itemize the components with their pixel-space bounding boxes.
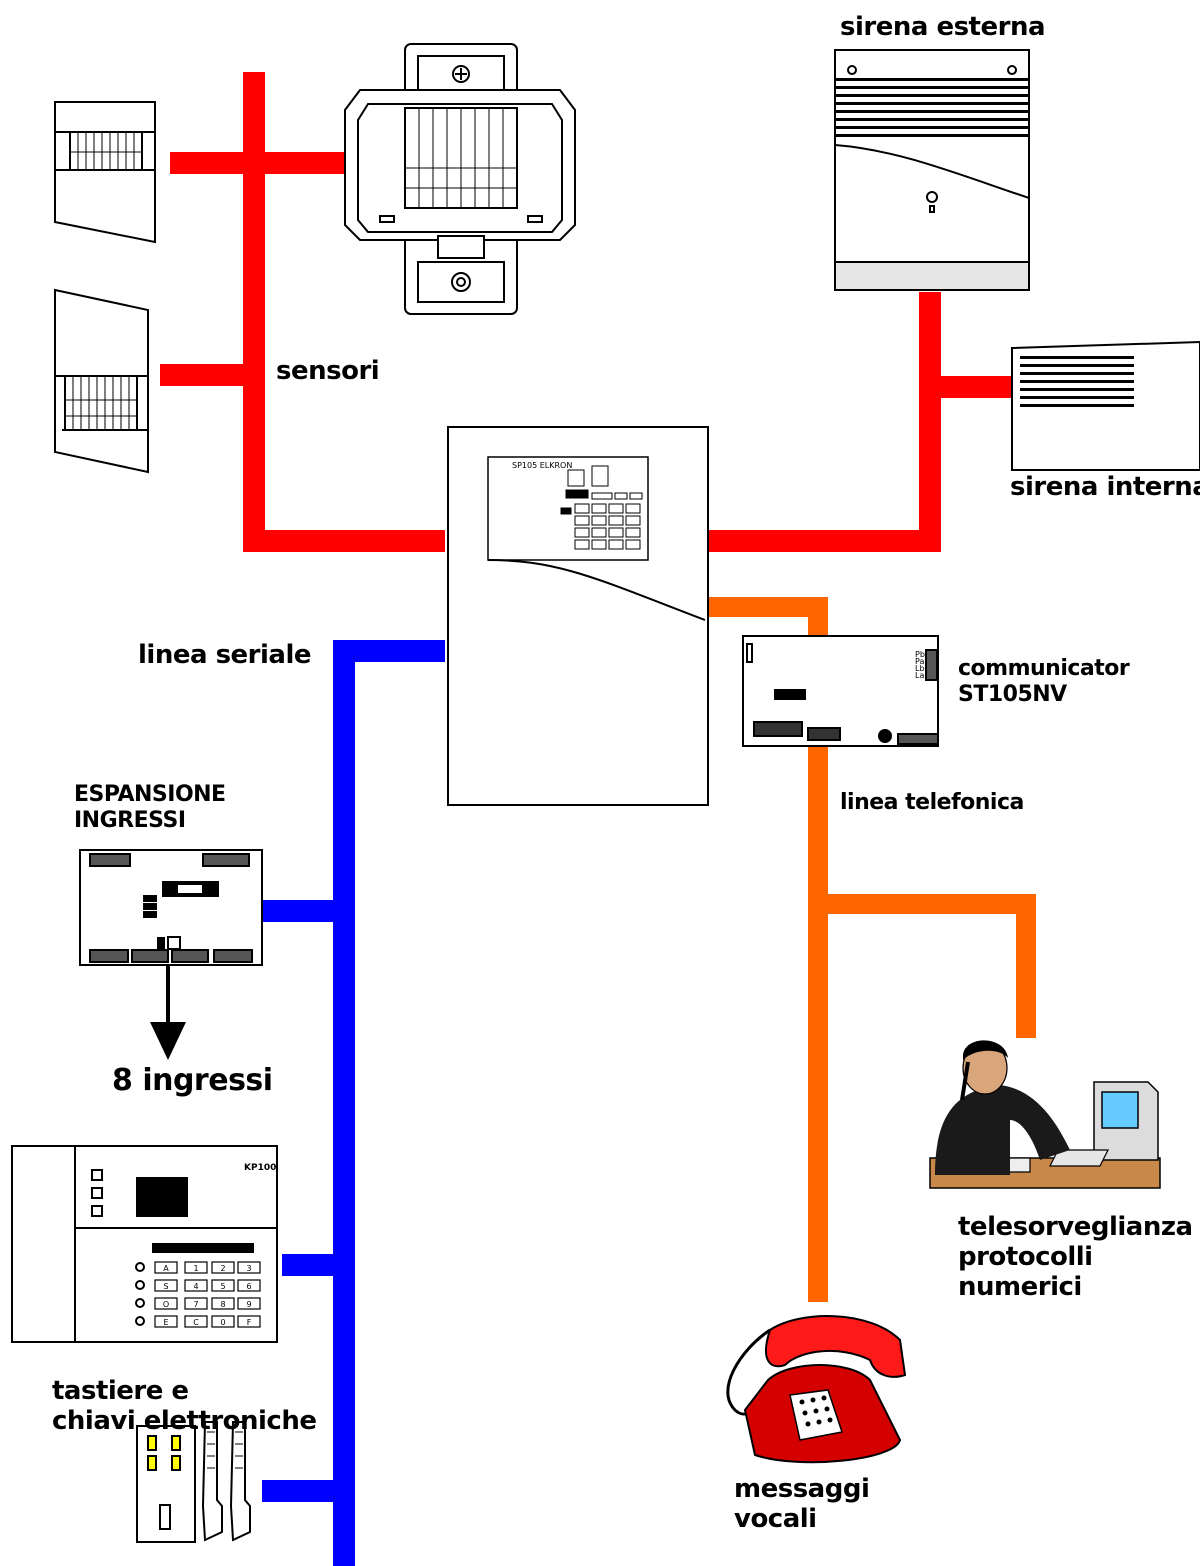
keypad-key-label: E (163, 1318, 168, 1327)
control-panel-icon: SP105 ELKRON (447, 426, 709, 806)
keypad-key-labels: A 1 2 3S 4 5 6O 7 8 9E C 0 F (163, 1264, 252, 1327)
operator-workstation-icon (929, 1040, 1161, 1189)
arrow-down-icon (150, 965, 186, 1060)
keypad-key-label: A (163, 1264, 169, 1273)
svg-text:Pb: Pb (915, 650, 925, 659)
telephone-icon (726, 1315, 907, 1464)
label-telesorveglianza: telesorveglianza protocolli numerici (958, 1212, 1193, 1302)
keypad-key-label: 4 (193, 1282, 198, 1291)
keypad-icon (11, 1145, 278, 1343)
keypad-key-label: C (193, 1318, 199, 1327)
keypad-key-label: 9 (246, 1300, 251, 1309)
svg-text:SP105 ELKRON: SP105 ELKRON (512, 461, 572, 470)
label-8-ingressi: 8 ingressi (112, 1063, 273, 1098)
svg-text:Pa: Pa (915, 657, 924, 666)
svg-text:La: La (915, 671, 924, 680)
label-espansione-ingressi: ESPANSIONE INGRESSI (74, 782, 226, 833)
keypad-key-label: 3 (246, 1264, 251, 1273)
communicator-board-icon: Pb Pa Lb La (742, 635, 939, 747)
label-sirena-esterna: sirena esterna (840, 12, 1046, 42)
sensor-bus (160, 72, 1012, 552)
label-messaggi-vocali: messaggi vocali (734, 1474, 870, 1534)
label-linea-telefonica: linea telefonica (840, 790, 1024, 815)
serial-bus (262, 640, 445, 1566)
keypad-model: KP100 (244, 1163, 276, 1173)
label-communicator: communicator ST105NV (958, 656, 1130, 707)
label-sensori: sensori (276, 356, 380, 386)
label-linea-seriale: linea seriale (138, 640, 312, 670)
keypad-key-label: 2 (220, 1264, 225, 1273)
pir-sensor-icon (344, 43, 576, 315)
phone-line (708, 597, 1036, 1302)
electronic-keys-icon (136, 1421, 251, 1543)
expansion-board-icon (79, 849, 263, 966)
keypad-key-label: 5 (220, 1282, 225, 1291)
keypad-key-label: O (163, 1300, 169, 1309)
internal-siren-icon (1011, 340, 1200, 471)
keypad-key-label: F (247, 1318, 252, 1327)
label-sirena-interna: sirena interna (1010, 472, 1200, 502)
detector-icon (54, 101, 156, 244)
keypad-key-label: S (163, 1282, 168, 1291)
keypad-key-label: 1 (193, 1264, 198, 1273)
keypad-key-label: 7 (193, 1300, 198, 1309)
detector-icon (54, 288, 149, 474)
external-siren-icon (834, 49, 1030, 291)
label-tastiere: tastiere e chiavi elettroniche (52, 1376, 317, 1436)
keypad-key-label: 8 (220, 1300, 225, 1309)
keypad-key-label: 6 (246, 1282, 251, 1291)
svg-text:Lb: Lb (915, 664, 925, 673)
keypad-key-label: 0 (220, 1318, 225, 1327)
